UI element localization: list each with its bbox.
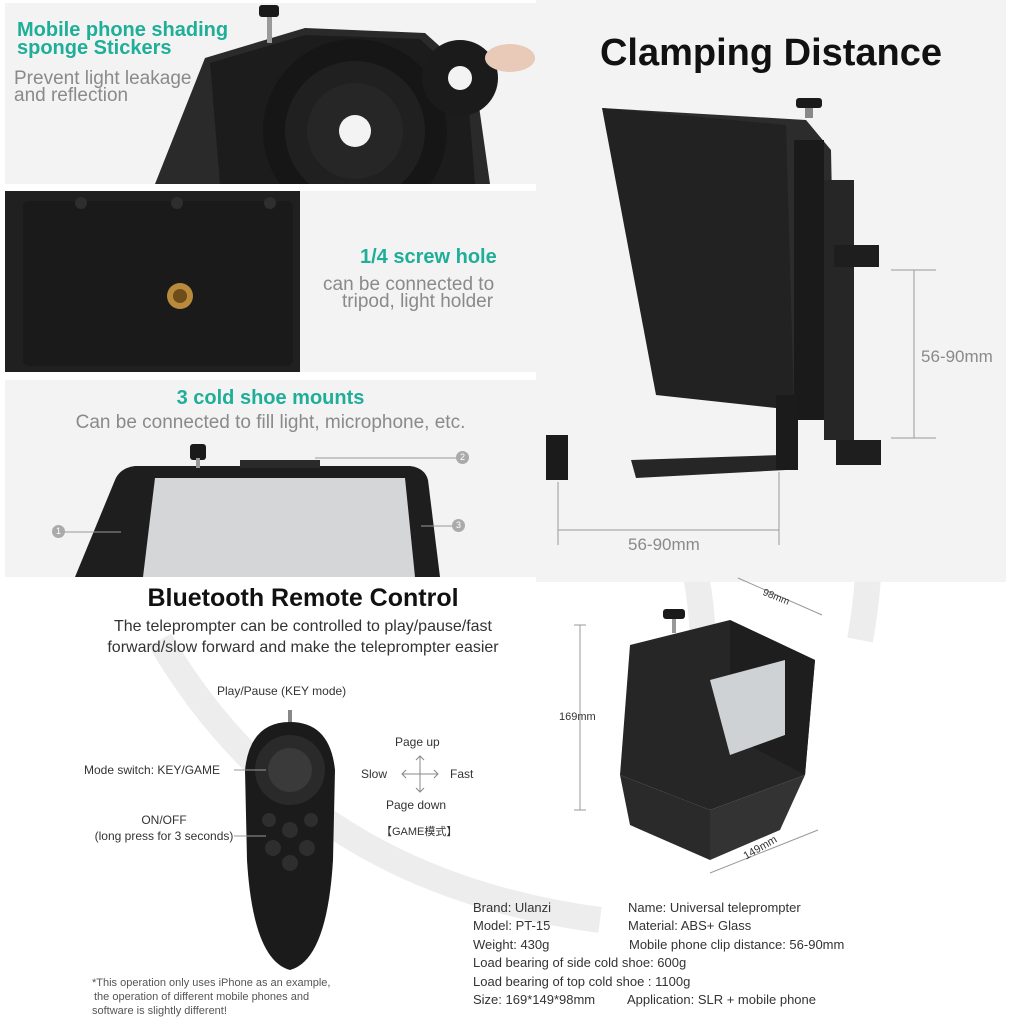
spec-clip-distance: Mobile phone clip distance: 56-90mm bbox=[629, 937, 845, 952]
label-page-down: Page down bbox=[386, 798, 447, 812]
spec-name: Name: Universal teleprompter bbox=[628, 900, 801, 915]
remote-callout-lines bbox=[234, 769, 266, 837]
coldshoe-subtitle: Can be connected to fill light, micropho… bbox=[75, 412, 466, 433]
label-play-pause: Play/Pause (KEY mode) bbox=[217, 684, 347, 698]
remote-desc-line1: The teleprompter can be controlled to pl… bbox=[114, 618, 492, 635]
note-line1: *This operation only uses iPhone as an e… bbox=[92, 977, 331, 989]
teleprompter-top-image bbox=[75, 444, 440, 577]
spec-side-shoe: Load bearing of side cold shoe: 600g bbox=[473, 955, 687, 970]
clamping-title: Clamping Distance bbox=[599, 32, 943, 74]
remote-desc-line2: forward/slow forward and make the telepr… bbox=[107, 639, 499, 656]
sponge-subtitle-line1: Prevent light leakage bbox=[14, 68, 192, 89]
teleprompter-3d-image bbox=[574, 577, 823, 874]
callout-lines bbox=[63, 457, 456, 533]
clamping-vertical-dim: 56-90mm bbox=[921, 347, 993, 366]
coldshoe-title: 3 cold shoe mounts bbox=[176, 387, 365, 409]
label-page-up: Page up bbox=[395, 735, 440, 749]
spec-brand: Brand: Ulanzi bbox=[473, 900, 552, 915]
label-fast: Fast bbox=[450, 767, 474, 781]
teleprompter-hood-image bbox=[155, 5, 535, 184]
sponge-title-line1: Mobile phone shading bbox=[17, 19, 229, 41]
remote-title: Bluetooth Remote Control bbox=[147, 584, 459, 612]
screw-subtitle-line2: tripod, light holder bbox=[342, 291, 494, 312]
remote-control-image bbox=[245, 710, 335, 970]
label-mode-switch: Mode switch: KEY/GAME bbox=[84, 763, 221, 777]
clamping-distance-panel: Clamping Distance 56-90mm 56-90mm bbox=[536, 0, 1006, 582]
callout-marker-3: 3 bbox=[452, 519, 465, 532]
label-slow: Slow bbox=[361, 767, 388, 781]
callout-marker-2: 2 bbox=[456, 451, 469, 464]
cold-shoe-panel: 3 cold shoe mounts Can be connected to f… bbox=[5, 380, 536, 577]
teleprompter-base-image bbox=[5, 191, 300, 372]
spec-top-shoe: Load bearing of top cold shoe : 1100g bbox=[473, 974, 691, 989]
label-onoff-line1: ON/OFF bbox=[141, 813, 187, 827]
sponge-title-line2: sponge Stickers bbox=[17, 37, 172, 59]
dim-height-label: 169mm bbox=[559, 711, 596, 723]
spec-material: Material: ABS+ Glass bbox=[628, 918, 752, 933]
screw-title: 1/4 screw hole bbox=[360, 246, 497, 268]
label-game-mode: 【GAME模式】 bbox=[381, 826, 458, 838]
teleprompter-side-image bbox=[546, 98, 936, 545]
sponge-sticker-panel: Mobile phone shading sponge Stickers Pre… bbox=[5, 3, 536, 184]
screw-hole-panel: 1/4 screw hole can be connected to tripo… bbox=[5, 191, 536, 372]
spec-application: Application: SLR + mobile phone bbox=[627, 992, 816, 1007]
note-line3: software is slightly different! bbox=[92, 1005, 227, 1017]
sponge-subtitle-line2: and reflection bbox=[14, 85, 129, 106]
spec-model: Model: PT-15 bbox=[473, 918, 551, 933]
direction-arrows-icon bbox=[401, 755, 439, 793]
note-line2: the operation of different mobile phones… bbox=[94, 991, 310, 1003]
spec-size: Size: 169*149*98mm bbox=[473, 992, 596, 1007]
clamping-horizontal-dim: 56-90mm bbox=[628, 535, 700, 554]
screw-subtitle-line1: can be connected to bbox=[323, 274, 495, 295]
label-onoff-line2: (long press for 3 seconds) bbox=[94, 829, 234, 843]
spec-weight: Weight: 430g bbox=[473, 937, 550, 952]
callout-marker-1: 1 bbox=[52, 525, 65, 538]
